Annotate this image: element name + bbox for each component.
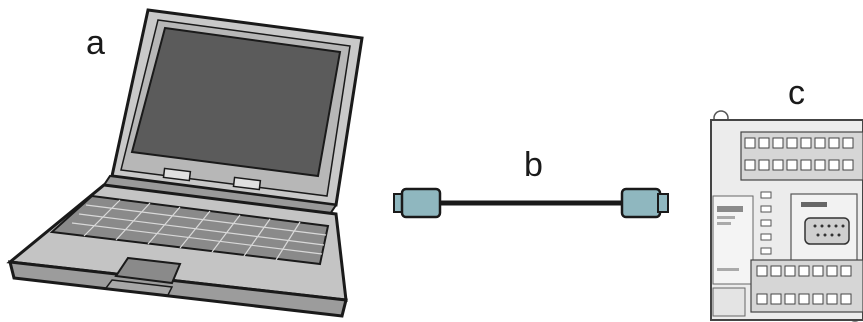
label-a: a [86,24,105,62]
right-connector [620,187,669,219]
label-c: c [788,74,805,112]
laptop-illustration [6,8,364,318]
laptop-keyboard [49,194,330,266]
plc-illustration [710,110,863,322]
plc-serial-port [804,217,850,245]
laptop-touchpad [114,256,182,285]
laptop-screen [130,26,342,178]
left-connector [393,187,442,219]
label-b: b [524,146,543,184]
cable-illustration [393,187,669,219]
